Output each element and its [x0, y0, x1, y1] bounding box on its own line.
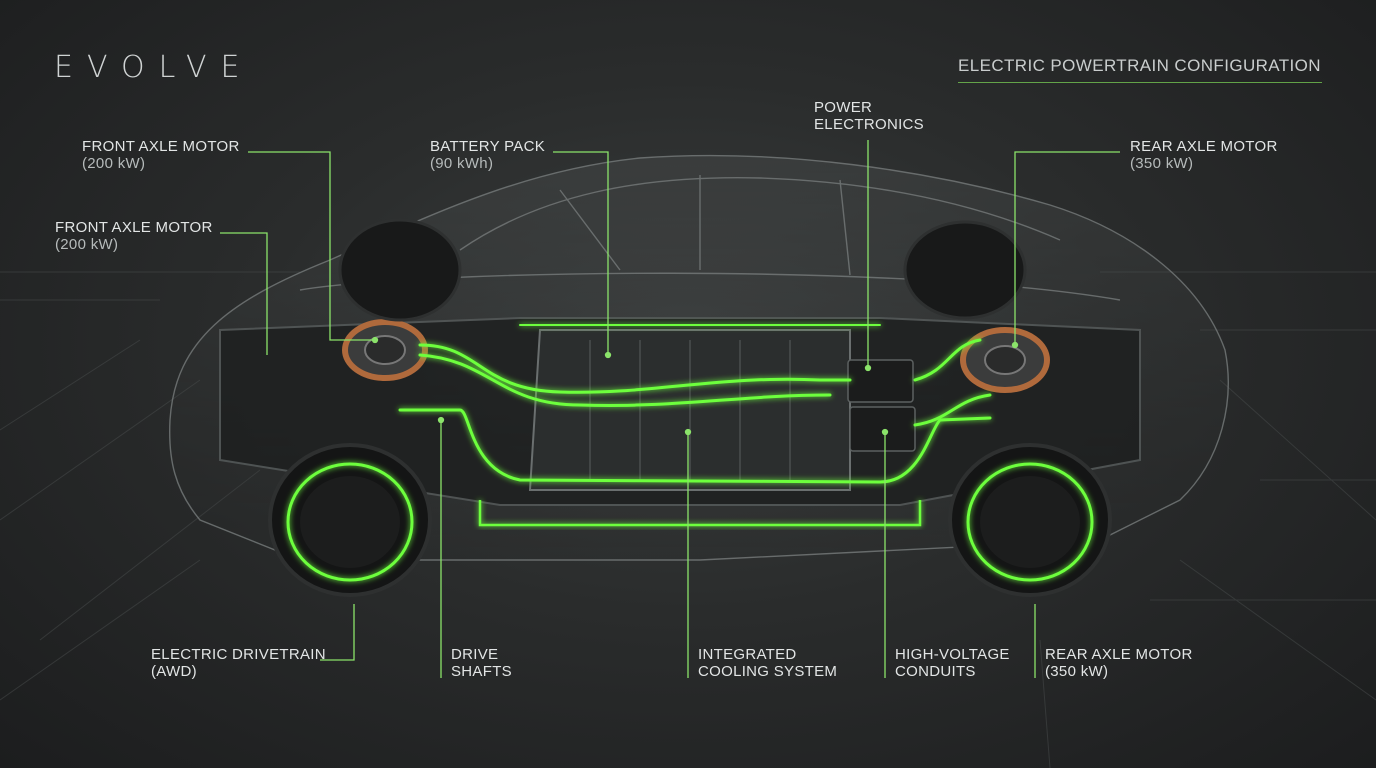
leader-lines	[220, 140, 1120, 678]
callout-line2: (AWD)	[151, 663, 197, 680]
power-electronics-boxes	[847, 359, 916, 452]
callout-label: BATTERY PACK	[430, 138, 546, 155]
callout-label: FRONT AXLE MOTOR	[55, 219, 213, 236]
callout-front-motor-mid: FRONT AXLE MOTOR (200 kW)	[55, 219, 213, 253]
callout-line2: COOLING SYSTEM	[698, 663, 838, 680]
callout-sub: (200 kW)	[55, 236, 119, 253]
page-heading: ELECTRIC POWERTRAIN CONFIGURATION	[958, 56, 1321, 75]
rear-motor-graphic	[960, 327, 1050, 393]
callout-line1: REAR AXLE MOTOR	[1045, 646, 1193, 663]
callout-line1: ELECTRIC DRIVETRAIN	[151, 646, 326, 663]
callout-label: REAR AXLE MOTOR	[1130, 138, 1278, 155]
glowing-conduits	[398, 324, 992, 484]
callout-power-electronics: POWER ELECTRONICS	[814, 99, 924, 133]
battery-pack-graphic	[528, 329, 851, 491]
callout-rear-motor-top: REAR AXLE MOTOR (350 kW)	[1130, 138, 1278, 172]
leader-battery	[553, 151, 609, 355]
callout-sub: (200 kW)	[82, 155, 146, 172]
callout-label: FRONT AXLE MOTOR	[82, 138, 240, 155]
leader-drivetrain	[320, 604, 355, 661]
callout-rear-motor-bottom: REAR AXLE MOTOR (350 kW)	[1045, 646, 1193, 680]
floor-grid	[0, 271, 1376, 768]
callout-line2: ELECTRONICS	[814, 116, 924, 133]
callout-cooling: INTEGRATED COOLING SYSTEM	[698, 646, 837, 680]
callout-drive-shafts: DRIVE SHAFTS	[451, 646, 512, 680]
wheel-front-left	[268, 443, 432, 597]
callout-line1: POWER	[814, 99, 873, 116]
wheel-rear-right	[903, 220, 1027, 320]
leader-front-motor-top	[248, 151, 375, 341]
brand-logo: EVOLVE	[54, 50, 254, 85]
heading-underline	[958, 82, 1322, 83]
callout-line2: (350 kW)	[1045, 663, 1109, 680]
callout-sub: (90 kWh)	[430, 155, 494, 172]
callout-line1: INTEGRATED	[698, 646, 797, 663]
wheel-front-right	[338, 218, 462, 322]
callout-conduits: HIGH-VOLTAGE CONDUITS	[895, 646, 1010, 680]
callout-line1: HIGH-VOLTAGE	[895, 646, 1010, 663]
callout-line1: DRIVE	[451, 646, 499, 663]
callout-drivetrain: ELECTRIC DRIVETRAIN (AWD)	[151, 646, 326, 680]
callout-line2: SHAFTS	[451, 663, 512, 680]
wheel-rear-left	[948, 443, 1112, 597]
callout-front-motor-top: FRONT AXLE MOTOR (200 kW)	[82, 138, 240, 172]
callout-line2: CONDUITS	[895, 663, 976, 680]
front-motor-graphic	[342, 319, 428, 381]
callout-sub: (350 kW)	[1130, 155, 1194, 172]
leader-rear-motor-top	[1014, 151, 1120, 345]
callout-battery: BATTERY PACK (90 kWh)	[430, 138, 545, 172]
leader-front-motor-mid	[220, 232, 268, 355]
